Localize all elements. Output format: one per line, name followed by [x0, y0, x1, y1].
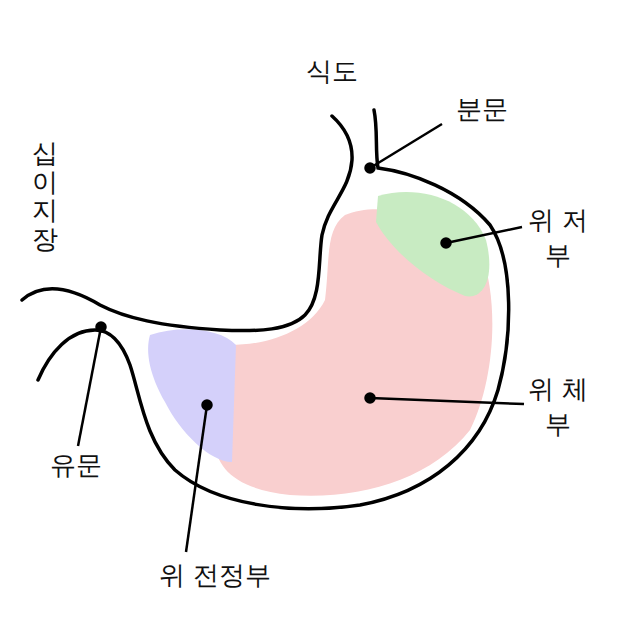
part-label: 분문	[456, 92, 508, 127]
organ-label: 식도	[306, 54, 358, 89]
part-label: 위 체부	[523, 372, 593, 442]
antrum-region	[148, 329, 236, 462]
part-label: 유문	[50, 448, 102, 483]
stomach-outline-outer	[38, 110, 509, 509]
leader-lines	[78, 124, 524, 552]
part-label: 위 저부	[523, 203, 593, 273]
part-label: 위 전정부	[159, 558, 271, 593]
organ-label: 십이지장	[32, 139, 58, 253]
stomach-outline-inner	[22, 116, 352, 331]
